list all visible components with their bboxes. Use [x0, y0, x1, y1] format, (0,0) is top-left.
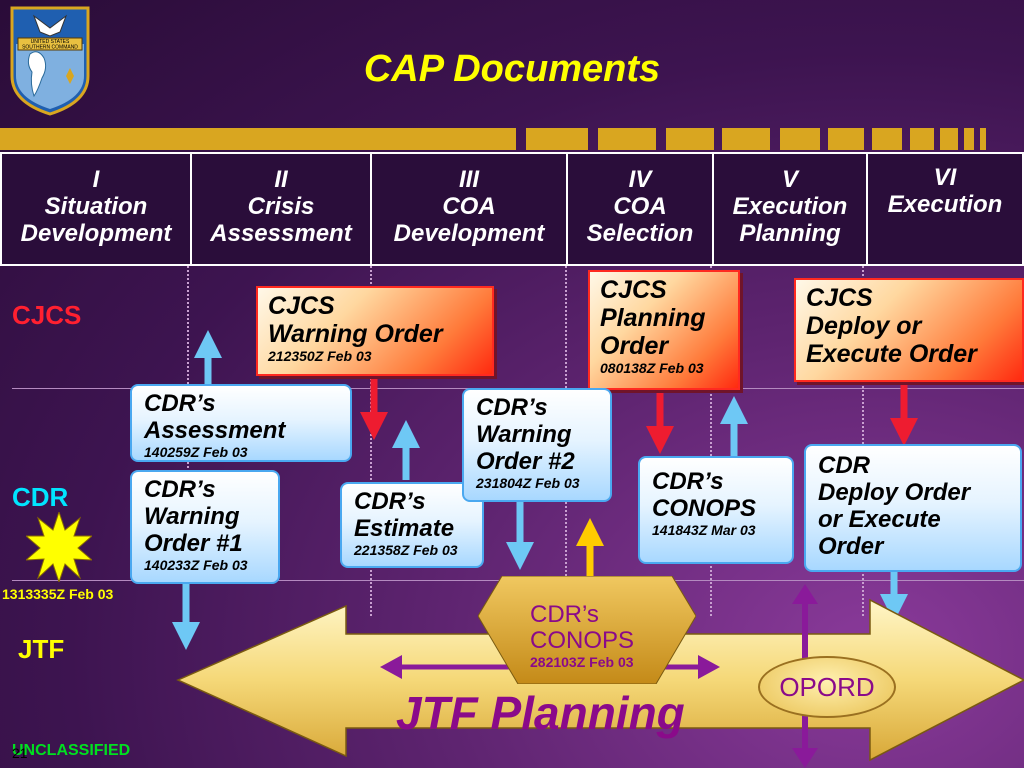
gold-band-segment — [910, 128, 934, 150]
cdr-estimate-box: CDR’s Estimate 221358Z Feb 03 — [340, 482, 484, 568]
cdr-conops-box: CDR’s CONOPS 141843Z Mar 03 — [638, 456, 794, 564]
cjcs-deploy-order-box: CJCS Deploy or Execute Order — [794, 278, 1024, 382]
gold-band-segment — [780, 128, 820, 150]
column-divider — [862, 266, 864, 616]
gold-band-segment — [0, 128, 516, 150]
classification-banner: UNCLASSIFIED — [12, 742, 131, 759]
gold-band-segment — [964, 128, 974, 150]
starburst-icon — [26, 512, 92, 582]
row-label-jtf: JTF — [18, 634, 65, 664]
svg-text:SOUTHERN COMMAND: SOUTHERN COMMAND — [22, 45, 78, 51]
page-title: CAP Documents — [363, 48, 661, 90]
row-label-cjcs: CJCS — [12, 300, 82, 330]
page-number: 21 — [12, 745, 28, 761]
row-label-cdr: CDR — [12, 482, 69, 512]
cdr-deploy-order-box: CDR Deploy Order or Execute Order — [804, 444, 1022, 572]
column-divider — [710, 266, 712, 616]
gold-band-segment — [872, 128, 902, 150]
cdr-event-time: 1313335Z Feb 03 — [2, 586, 114, 602]
cdr-warning-order-1-box: CDR’s Warning Order #1 140233Z Feb 03 — [130, 470, 280, 584]
cdr-assessment-box: CDR’s Assessment 140259Z Feb 03 — [130, 384, 352, 462]
cjcs-planning-order-box: CJCS Planning Order 080138Z Feb 03 — [588, 270, 740, 390]
jtf-conops-pentagon — [478, 576, 696, 684]
gold-band-segment — [666, 128, 714, 150]
opord-oval: OPORD — [758, 656, 896, 718]
column-divider — [370, 266, 372, 616]
cdr-warning-order-2-box: CDR’s Warning Order #2 231804Z Feb 03 — [462, 388, 612, 502]
jtf-planning-label: JTF Planning — [396, 687, 685, 739]
cjcs-warning-order-box: CJCS Warning Order 212350Z Feb 03 — [256, 286, 494, 376]
southcom-logo: UNITED STATES SOUTHERN COMMAND — [10, 6, 90, 116]
gold-band-segment — [940, 128, 958, 150]
opord-label: OPORD — [779, 671, 875, 702]
gold-band-segment — [980, 128, 986, 150]
svg-text:UNITED STATES: UNITED STATES — [31, 39, 70, 45]
gold-band-segment — [598, 128, 656, 150]
jtf-conops-text: CDR’s CONOPS 282103Z Feb 03 — [530, 601, 635, 671]
gold-band-segment — [828, 128, 864, 150]
gold-band-segment — [526, 128, 588, 150]
gold-band-segment — [722, 128, 770, 150]
